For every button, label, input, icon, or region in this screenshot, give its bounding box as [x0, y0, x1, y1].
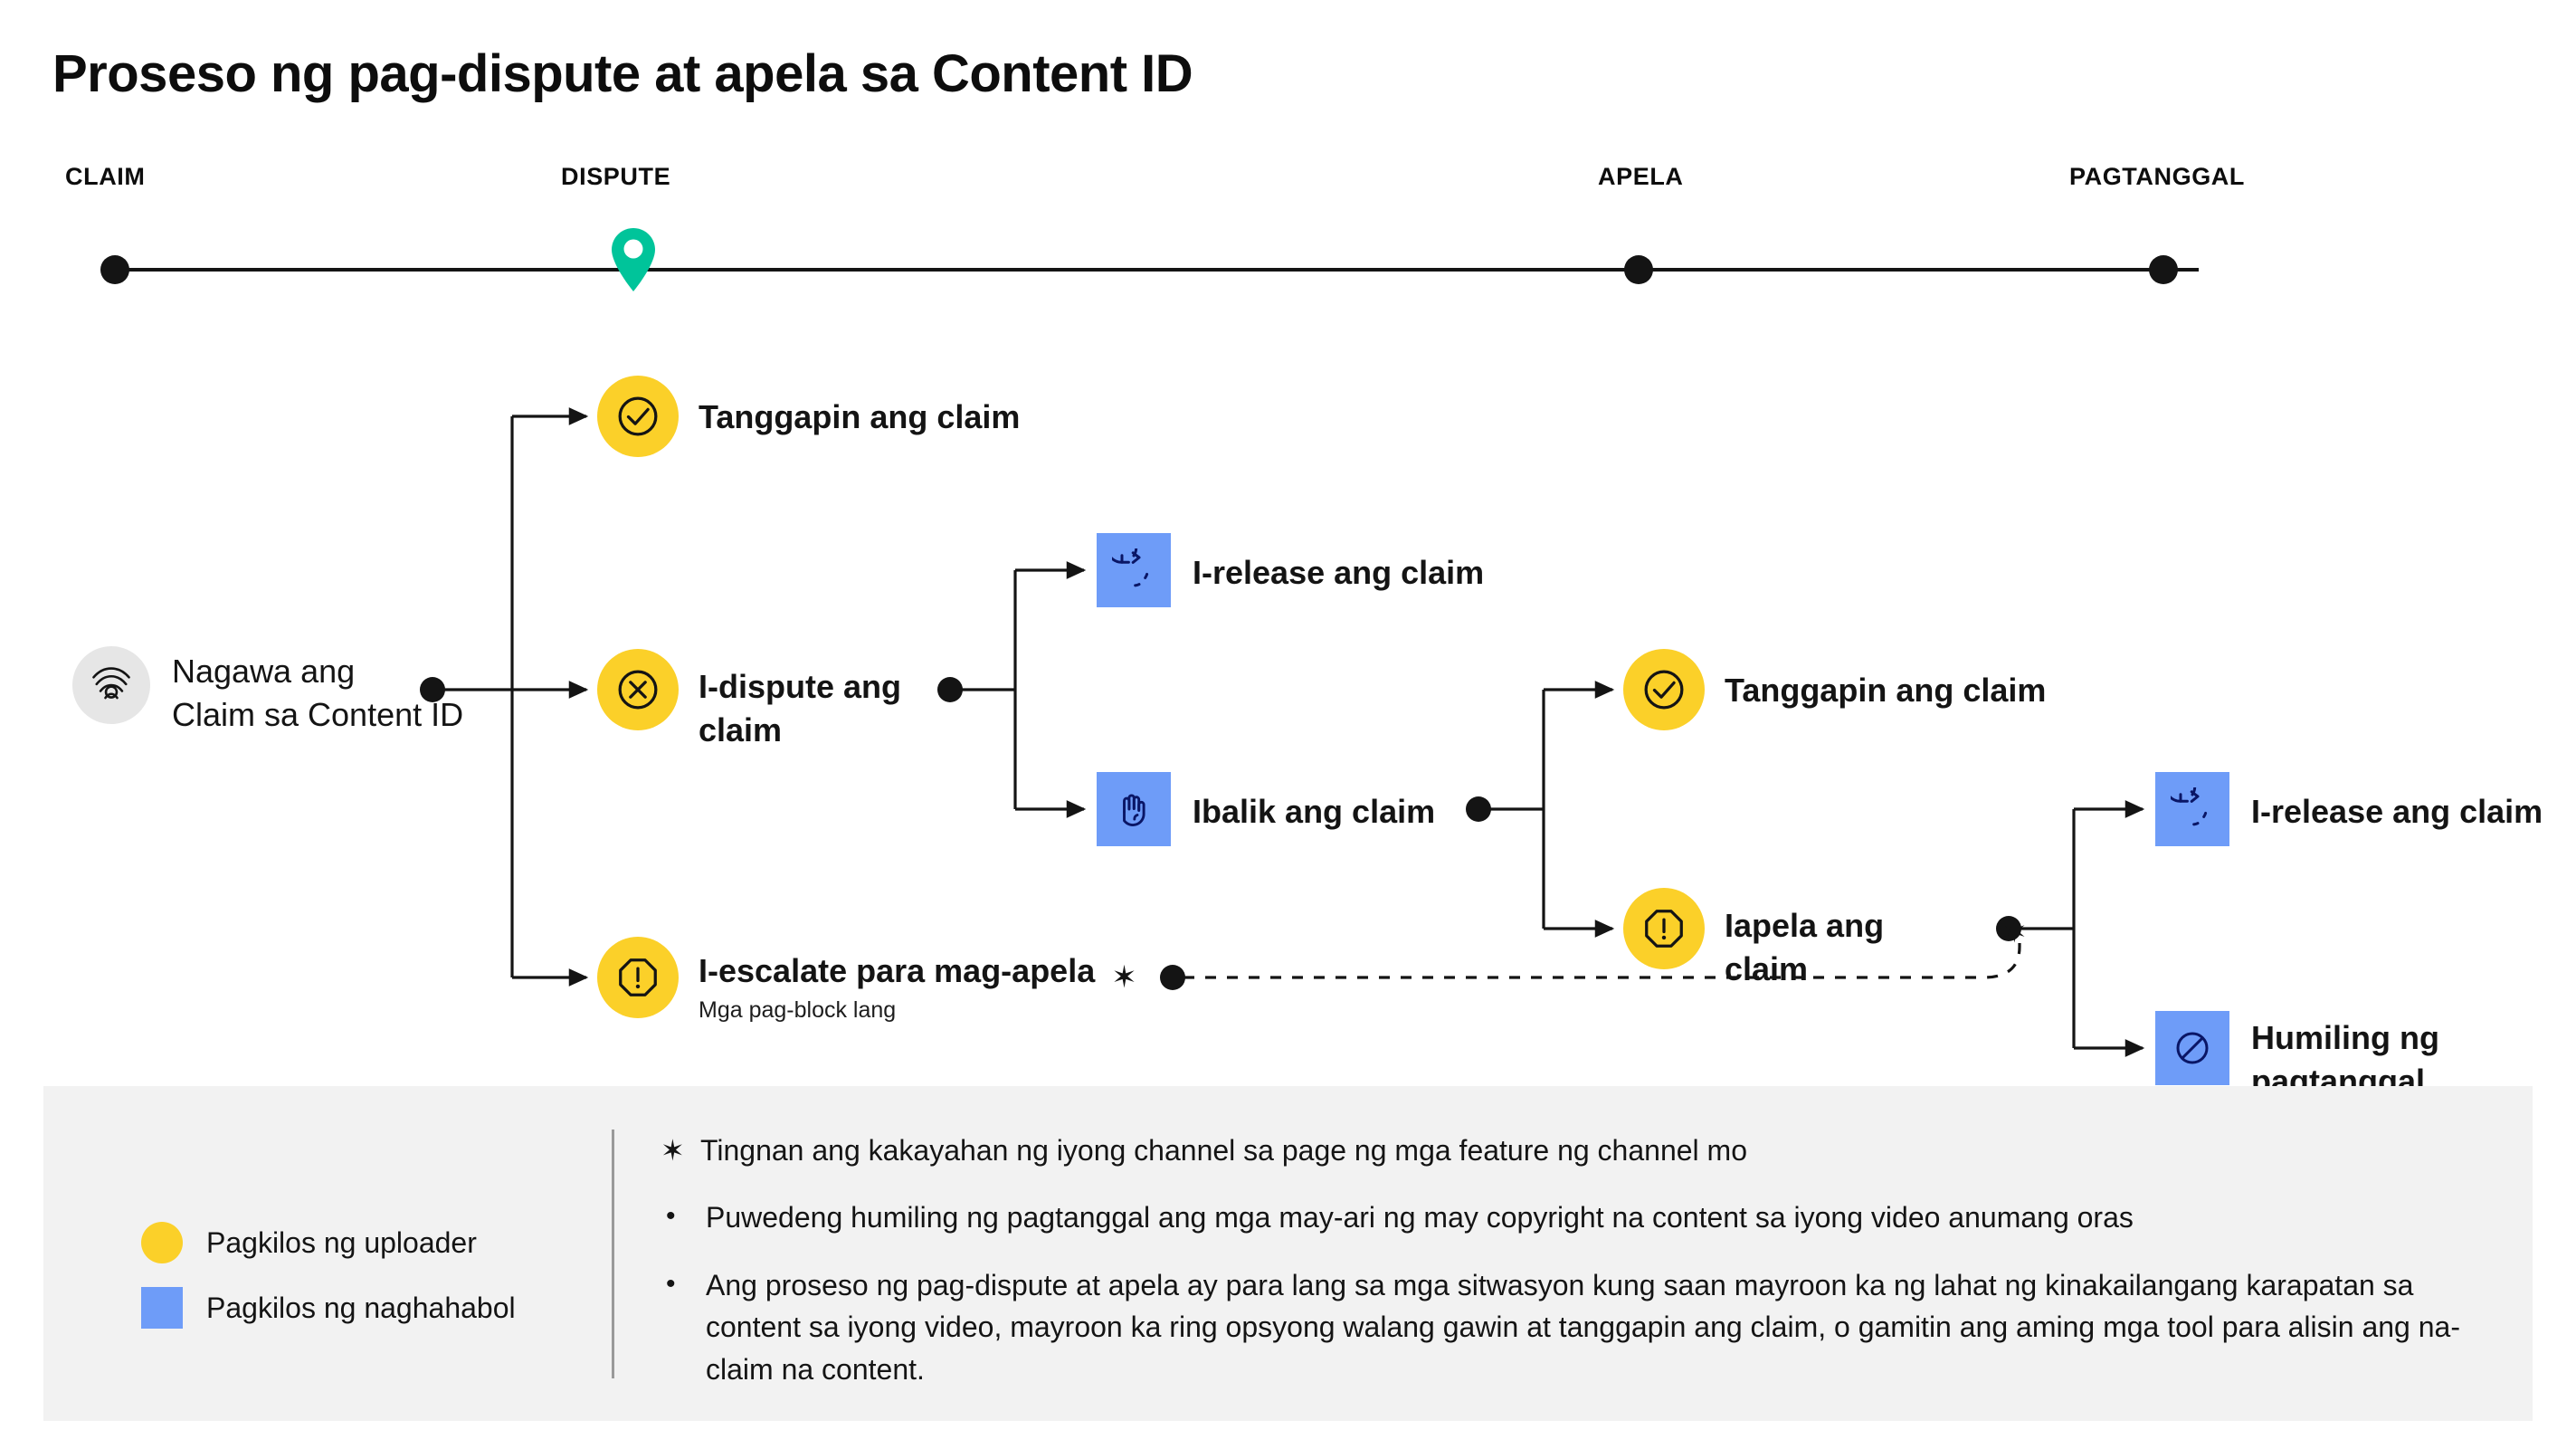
legend: Pagkilos ng uploader Pagkilos ng naghaha…: [141, 1222, 516, 1352]
timeline-dot-apela: [1624, 255, 1653, 284]
node-label: I-escalate para mag-apela: [699, 952, 1096, 989]
footer-divider: [612, 1130, 614, 1378]
node-release-claim-1[interactable]: I-release ang claim: [1097, 533, 1484, 607]
node-accept-claim-2[interactable]: Tanggapin ang claim: [1623, 649, 2046, 730]
timeline-label-pagtanggal: PAGTANGGAL: [2069, 163, 2245, 190]
footnote-marker-escalate: ✶: [1111, 960, 1137, 995]
node-label: I-release ang claim: [1193, 554, 1485, 591]
release-refresh-icon: [1097, 533, 1171, 607]
node-label: Nagawa ang Claim sa Content ID: [172, 653, 464, 733]
timeline-label-apela: APELA: [1598, 163, 1684, 190]
node-label: I-release ang claim: [2251, 793, 2543, 830]
warning-octagon-icon: [597, 937, 679, 1018]
junction-dot-dispute: [937, 677, 963, 702]
process-timeline: CLAIM DISPUTE APELA PAGTANGGAL: [0, 163, 2576, 291]
node-claim-created[interactable]: Nagawa ang Claim sa Content ID: [72, 646, 463, 737]
timeline-label-dispute: DISPUTE: [561, 163, 671, 190]
node-release-claim-2[interactable]: I-release ang claim: [2155, 772, 2543, 846]
node-label: Iapela ang claim: [1725, 907, 1885, 987]
footnote-item: ✶ Tingnan ang kakayahan ng iyong channel…: [661, 1130, 2488, 1171]
legend-label-uploader: Pagkilos ng uploader: [206, 1225, 477, 1259]
junction-dot-start: [420, 677, 445, 702]
legend-item-uploader: Pagkilos ng uploader: [141, 1222, 516, 1263]
legend-swatch-claimant: [141, 1287, 183, 1329]
junction-dot-escalate: [1160, 965, 1185, 990]
footnote-marker-bullet: •: [666, 1268, 676, 1299]
x-circle-icon: [597, 649, 679, 730]
footnote-item: • Puwedeng humiling ng pagtanggal ang mg…: [661, 1196, 2488, 1238]
footnote-marker-appeal: ✶: [2001, 915, 2028, 949]
warning-octagon-icon: [1623, 888, 1705, 969]
node-label: Tanggapin ang claim: [1725, 672, 2047, 709]
footnotes-list: ✶ Tingnan ang kakayahan ng iyong channel…: [661, 1130, 2488, 1416]
timeline-dot-pagtanggal: [2149, 255, 2178, 284]
fingerprint-icon: [72, 646, 150, 724]
legend-label-claimant: Pagkilos ng naghahabol: [206, 1291, 516, 1324]
footnote-marker-bullet: •: [666, 1201, 676, 1232]
node-dispute-claim[interactable]: I-dispute ang claim: [597, 649, 901, 752]
footnote-text: Ang proseso ng pag-dispute at apela ay p…: [706, 1268, 2460, 1386]
timeline-pin-dispute: [612, 228, 655, 291]
node-label: I-dispute ang claim: [699, 668, 901, 748]
node-sublabel: Mga pag-block lang: [699, 996, 897, 1023]
footer-panel: Pagkilos ng uploader Pagkilos ng naghaha…: [43, 1086, 2533, 1421]
junction-dot-appeal: [1996, 916, 2021, 941]
legend-item-claimant: Pagkilos ng naghahabol: [141, 1287, 516, 1329]
node-accept-claim-1[interactable]: Tanggapin ang claim: [597, 376, 1020, 457]
hand-stop-icon: [1097, 772, 1171, 846]
release-refresh-icon: [2155, 772, 2229, 846]
escalation-dashed-link: [1183, 934, 2021, 979]
check-circle-icon: [1623, 649, 1705, 730]
node-label: Tanggapin ang claim: [699, 398, 1021, 435]
flow-diagram: Nagawa ang Claim sa Content ID Tanggapin…: [0, 299, 2576, 1100]
flow-connectors: [420, 407, 2145, 1057]
node-reinstate-claim[interactable]: Ibalik ang claim: [1097, 772, 1435, 846]
block-slash-icon: [2155, 1011, 2229, 1085]
check-circle-icon: [597, 376, 679, 457]
node-appeal-claim[interactable]: Iapela ang claim ✶: [1623, 888, 2028, 991]
timeline-label-claim: CLAIM: [65, 163, 146, 190]
node-label: Ibalik ang claim: [1193, 793, 1436, 830]
legend-swatch-uploader: [141, 1222, 183, 1263]
footnote-text: Tingnan ang kakayahan ng iyong channel s…: [700, 1134, 1747, 1167]
junction-dot-reinstate: [1466, 796, 1491, 822]
footnote-marker-star: ✶: [661, 1134, 685, 1167]
footnote-item: • Ang proseso ng pag-dispute at apela ay…: [661, 1264, 2488, 1390]
node-escalate-appeal[interactable]: I-escalate para mag-apela Mga pag-block …: [597, 937, 1137, 1025]
page-title: Proseso ng pag-dispute at apela sa Conte…: [52, 44, 1193, 103]
timeline-dot-claim: [100, 255, 129, 284]
footnote-text: Puwedeng humiling ng pagtanggal ang mga …: [706, 1201, 2134, 1235]
timeline-axis: [118, 268, 2199, 272]
